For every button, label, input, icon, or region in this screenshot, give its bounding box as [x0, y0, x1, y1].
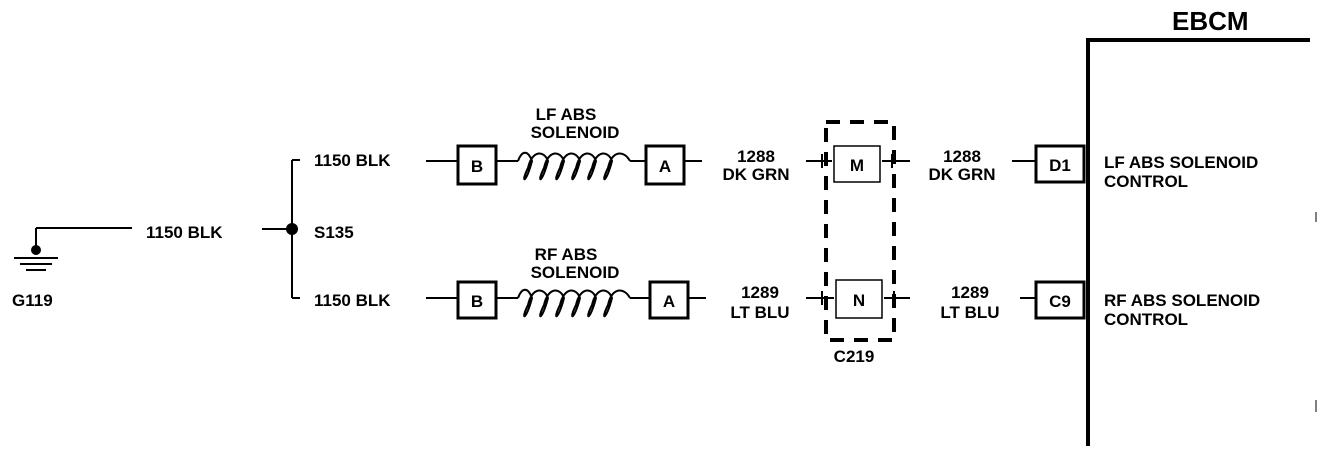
- lf-pin-a-label: A: [659, 157, 671, 176]
- lf-solenoid-circuit: B A LF ABS SOLENOID 1288 DK GRN M 1288 D…: [426, 105, 1258, 191]
- ebcm-pin-c9: [1034, 280, 1086, 320]
- c219-pin-m-label: M: [850, 156, 864, 175]
- lf-pin-b-label: B: [471, 157, 483, 176]
- rf-solenoid-circuit: B A RF ABS SOLENOID 1289 LT BLU N 1289 L…: [426, 245, 1260, 329]
- rf-pin-a-label: A: [663, 292, 675, 311]
- rf-wire-color: LT BLU: [730, 303, 789, 322]
- connector-c219: C219: [824, 120, 896, 366]
- lf-pin-a: [644, 144, 686, 186]
- rf-wire-number: 1289: [741, 283, 779, 302]
- splice-label: S135: [314, 223, 354, 242]
- c219-pin-n-label: N: [853, 291, 865, 310]
- splice-upper-wire: 1150 BLK: [314, 151, 391, 170]
- rf-pin-a: [648, 280, 690, 320]
- lf-ebcm-wire-color: DK GRN: [928, 165, 995, 184]
- lf-wire-color: DK GRN: [722, 165, 789, 184]
- rf-ebcm-wire-color: LT BLU: [940, 303, 999, 322]
- ebcm-title: EBCM: [1172, 6, 1249, 36]
- ebcm-rf-control-1: RF ABS SOLENOID: [1104, 291, 1260, 310]
- lf-pin-b: [456, 144, 498, 186]
- ebcm-lf-control-1: LF ABS SOLENOID: [1104, 153, 1258, 172]
- ebcm-rf-control-2: CONTROL: [1104, 310, 1188, 329]
- ebcm-module: EBCM: [1086, 6, 1310, 446]
- lf-solenoid-name-2: SOLENOID: [531, 123, 620, 142]
- ground-dot: [31, 245, 41, 255]
- lf-ebcm-wire-number: 1288: [943, 147, 981, 166]
- rf-pin-b-label: B: [471, 292, 483, 311]
- rf-ebcm-wire-number: 1289: [951, 283, 989, 302]
- rf-solenoid-coil: [517, 288, 631, 318]
- c219-pin-m: [833, 145, 881, 183]
- c219-pin-n: [835, 279, 883, 319]
- rf-solenoid-name-1: RF ABS: [535, 245, 598, 264]
- ground-g119: G119: [12, 227, 132, 310]
- ebcm-pin-d1-label: D1: [1049, 156, 1071, 175]
- rf-pin-b: [456, 280, 498, 320]
- splice-s135: S135 1150 BLK 1150 BLK: [286, 151, 391, 310]
- ebcm-pin-c9-label: C9: [1049, 292, 1071, 311]
- connector-label: C219: [834, 347, 875, 366]
- lf-wire-number: 1288: [737, 147, 775, 166]
- rf-solenoid-name-2: SOLENOID: [531, 263, 620, 282]
- ebcm-pin-d1: [1034, 144, 1086, 184]
- ground-wire-label: 1150 BLK: [146, 223, 223, 242]
- lf-solenoid-name-1: LF ABS: [536, 105, 597, 124]
- splice-dot: [286, 223, 298, 235]
- splice-lower-wire: 1150 BLK: [314, 291, 391, 310]
- ground-label: G119: [12, 291, 53, 310]
- ebcm-lf-control-2: CONTROL: [1104, 172, 1188, 191]
- lf-solenoid-coil: [517, 151, 631, 181]
